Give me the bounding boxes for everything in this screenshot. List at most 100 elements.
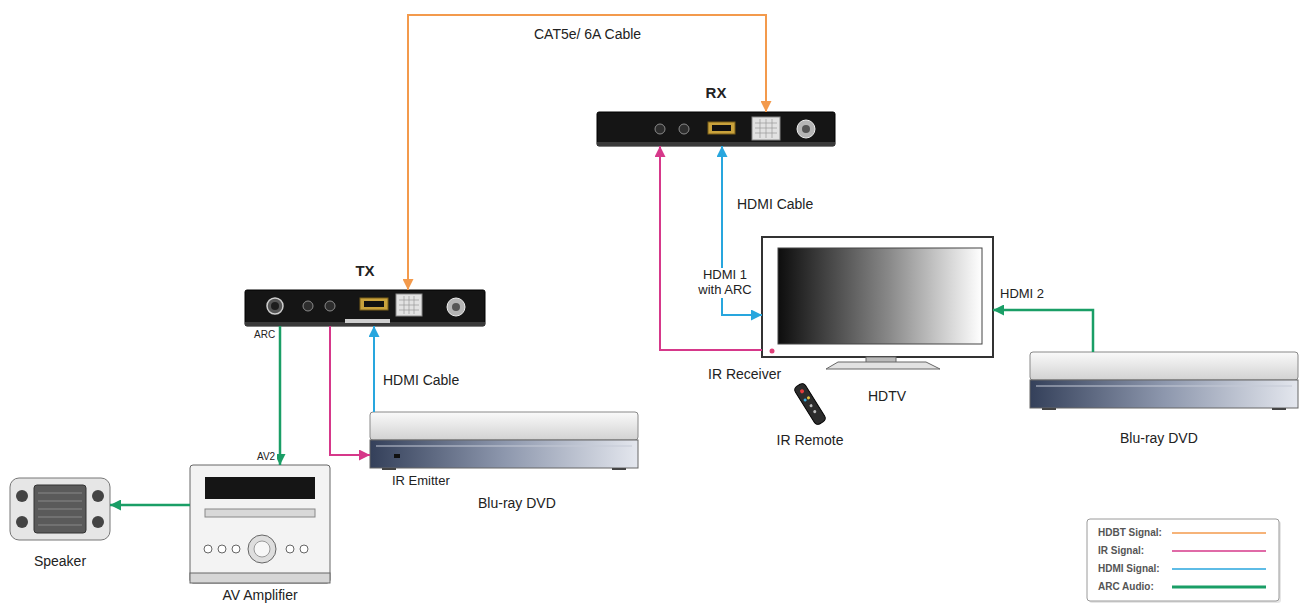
device-label: Blu-ray DVD	[1120, 430, 1198, 446]
receiver-unit-part	[755, 119, 777, 138]
green-cable	[110, 504, 190, 507]
bluray-player-illustration-part	[394, 454, 400, 458]
amplifier-illustration-part	[190, 573, 330, 583]
speaker-illustration-part	[16, 490, 28, 502]
receiver-unit-part	[679, 124, 689, 134]
remote-illustration-part	[793, 382, 826, 426]
amplifier-box: AV Amplifier	[190, 465, 330, 583]
remote-box: IR Remote	[790, 380, 830, 428]
hdtv-box: HDTV	[762, 237, 993, 370]
speaker-illustration	[10, 478, 110, 540]
receiver-unit-part	[597, 112, 835, 146]
remote-illustration-part	[799, 389, 805, 395]
bluray-player-illustration-part	[1042, 408, 1056, 410]
cable-label: HDMI Cable	[735, 196, 815, 212]
transmitter-unit-part	[364, 301, 384, 307]
transmitter-unit-part	[345, 319, 390, 323]
green-cable	[279, 326, 282, 465]
amplifier-illustration-part	[248, 535, 276, 563]
bluray-player-illustration-part	[1036, 386, 1292, 387]
speaker-illustration-part	[38, 493, 82, 525]
device-label: AV Amplifier	[190, 587, 330, 603]
legend-sample	[1172, 532, 1266, 534]
transmitter-unit-part	[271, 302, 279, 310]
bluray-player-illustration-part	[382, 468, 396, 470]
hdtv-illustration-part	[826, 362, 940, 369]
hdtv-illustration	[762, 237, 993, 369]
remote-illustration-part	[813, 410, 817, 414]
amplifier-illustration-part	[232, 545, 240, 553]
remote-illustration-part	[809, 404, 813, 408]
transmitter-unit-part	[399, 296, 419, 314]
amplifier-illustration-part	[218, 545, 226, 553]
green-cable	[993, 310, 1093, 352]
magenta-cable	[660, 146, 762, 350]
bluray-player-illustration-part	[376, 446, 632, 447]
receiver-unit-part	[797, 120, 815, 138]
receiver-unit-part	[708, 122, 735, 134]
cable-label: HDMI Cable	[381, 372, 461, 388]
magenta-cable	[330, 326, 370, 455]
legend-sample	[1172, 550, 1266, 552]
transmitter-unit-part	[267, 298, 283, 314]
bluray-player-illustration-part	[1030, 352, 1298, 380]
hdtv-illustration-part	[762, 237, 993, 357]
device-label: RX	[597, 84, 835, 101]
amplifier-illustration	[190, 465, 330, 583]
speaker-illustration-part	[92, 516, 104, 528]
port-label: ARC	[252, 329, 277, 341]
receiver-unit-part	[752, 117, 780, 140]
hdtv-illustration-part	[778, 248, 982, 344]
transmitter-box: TX	[245, 290, 485, 326]
amplifier-illustration-part	[300, 545, 308, 553]
receiver-unit	[597, 112, 835, 146]
legend-text: ARC Audio:	[1098, 581, 1154, 592]
receiver-unit-part	[597, 142, 835, 146]
orange-cable	[408, 15, 766, 290]
speaker-box: Speaker	[10, 478, 110, 540]
transmitter-unit-part	[452, 303, 460, 311]
bluray-player-illustration-part	[612, 468, 626, 470]
remote-illustration	[793, 382, 826, 426]
speaker-illustration-part	[34, 485, 86, 533]
port-label: AV2	[255, 451, 277, 463]
amplifier-illustration-part	[205, 509, 315, 517]
port-label: IR Emitter	[390, 474, 452, 489]
bluray-box: Blu-ray DVD	[370, 412, 638, 470]
bluray-player-illustration-part	[370, 440, 638, 468]
amplifier-illustration-part	[205, 477, 315, 499]
device-label: IR Remote	[758, 432, 862, 448]
receiver-unit-part	[712, 125, 731, 131]
receiver-box: RX	[597, 112, 835, 146]
transmitter-unit-part	[245, 290, 485, 326]
device-label: HDTV	[868, 388, 906, 404]
bluray-player-illustration-part	[370, 412, 638, 440]
port-label: HDMI 1 with ARC	[690, 268, 760, 298]
remote-illustration-part	[803, 398, 807, 402]
device-label: Speaker	[10, 553, 110, 569]
device-label: Blu-ray DVD	[478, 495, 556, 511]
legend-text: IR Signal:	[1098, 545, 1144, 556]
bluray-box: Blu-ray DVD	[1030, 352, 1298, 410]
legend-sample	[1172, 568, 1266, 570]
speaker-illustration-part	[92, 490, 104, 502]
transmitter-unit-part	[396, 294, 422, 316]
transmitter-unit-part	[360, 298, 388, 310]
receiver-unit-part	[655, 124, 665, 134]
transmitter-unit	[245, 290, 485, 326]
port-label: IR Receiver	[706, 366, 783, 382]
blue-cable	[373, 326, 375, 412]
bluray-player-illustration	[1030, 352, 1298, 410]
bluray-player-illustration-part	[1272, 408, 1286, 410]
bluray-player-illustration-part	[1030, 380, 1298, 408]
legend-text: HDBT Signal:	[1098, 527, 1162, 538]
legend-frame-part	[1087, 519, 1279, 601]
legend-text: HDMI Signal:	[1098, 563, 1160, 574]
legend-frame	[1087, 519, 1281, 603]
port-label: HDMI 2	[998, 287, 1046, 302]
